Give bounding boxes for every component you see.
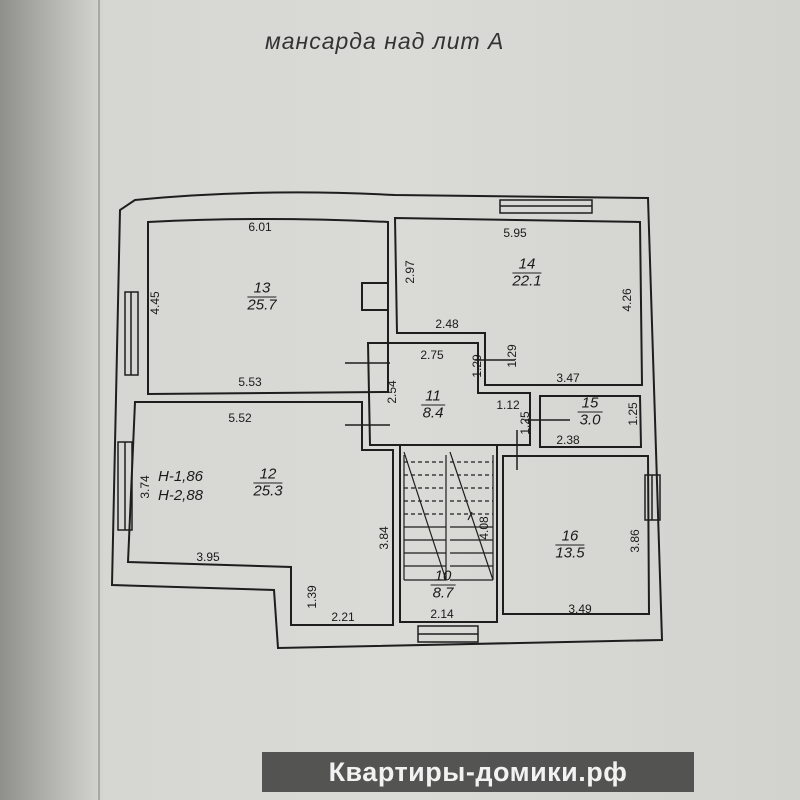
dimension-label: 1.25 xyxy=(626,402,640,426)
room-area: 25.3 xyxy=(253,482,283,500)
room-number: 14 xyxy=(512,256,542,274)
ceiling-height-min: Н-1,86 xyxy=(158,468,204,485)
dimension-label: 2.54 xyxy=(385,380,399,404)
dimension-label: 3.74 xyxy=(138,475,152,499)
room-number: 15 xyxy=(577,395,603,413)
room-number: 12 xyxy=(253,466,283,484)
dimension-label: 1.12 xyxy=(496,398,520,412)
dimension-label: 2.48 xyxy=(435,317,459,331)
room-16-outline xyxy=(502,455,651,615)
dimension-label: 2.97 xyxy=(403,260,417,284)
dimension-label: 2.75 xyxy=(420,348,444,362)
dimension-label: 1.39 xyxy=(305,585,319,609)
door-marks xyxy=(345,359,570,470)
room-11-outline xyxy=(366,342,531,446)
room-number: 16 xyxy=(555,528,585,546)
dimension-label: 2.38 xyxy=(556,433,580,447)
windows xyxy=(117,199,661,643)
room-number: 10 xyxy=(430,568,456,586)
dimension-label: 5.52 xyxy=(228,411,252,425)
dimension-label: 2.14 xyxy=(430,607,454,621)
room-area: 13.5 xyxy=(555,544,585,562)
room-area: 8.7 xyxy=(432,584,454,602)
dimension-label: 5.95 xyxy=(503,226,527,240)
stairs xyxy=(403,451,494,581)
room-15-outline xyxy=(539,395,643,448)
dimension-label: 1.29 xyxy=(470,354,484,378)
dimension-label: 4.26 xyxy=(620,288,634,312)
room-area: 3.0 xyxy=(579,411,601,429)
dimension-label: 3.86 xyxy=(628,529,642,553)
chimney xyxy=(361,282,389,311)
outer-wall xyxy=(110,191,664,650)
dimension-label: 3.95 xyxy=(196,550,220,564)
room-area: 25.7 xyxy=(247,296,277,314)
dimension-label: 6.01 xyxy=(248,220,272,234)
watermark: Квартиры-домики.рф xyxy=(262,752,694,792)
dimension-label: 3.84 xyxy=(377,526,391,550)
room-13-outline xyxy=(147,218,389,396)
room-area: 8.4 xyxy=(422,404,444,422)
dimension-label: 2.21 xyxy=(331,610,355,624)
dimension-label: 1.29 xyxy=(505,344,519,368)
room-number: 13 xyxy=(247,280,277,298)
room-10-outline xyxy=(399,444,498,623)
room-number: 11 xyxy=(421,388,445,406)
plan-title: мансарда над лит А xyxy=(265,28,505,54)
dimension-label: 4.45 xyxy=(148,291,162,315)
dimension-label: 3.49 xyxy=(568,602,592,616)
room-area: 22.1 xyxy=(512,272,542,290)
dimension-label: 5.53 xyxy=(238,375,262,389)
room-12-outline xyxy=(126,401,394,626)
ceiling-height-max: Н-2,88 xyxy=(158,487,204,504)
room-14-outline xyxy=(393,216,644,386)
dimension-label: 4.08 xyxy=(477,516,491,540)
dimension-label: 1.25 xyxy=(518,411,532,435)
page-edge xyxy=(98,0,100,800)
dimension-label: 3.47 xyxy=(556,371,580,385)
